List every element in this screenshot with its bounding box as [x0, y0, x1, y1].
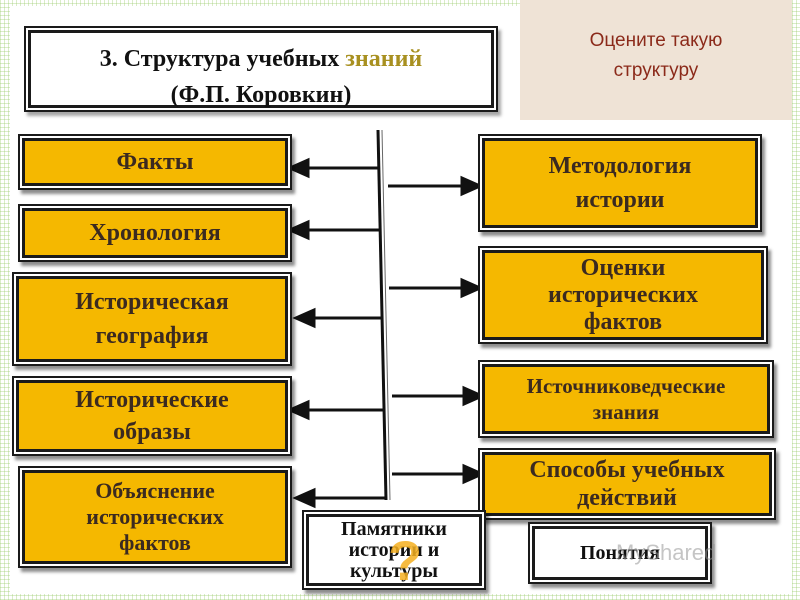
box-facts: Факты [20, 136, 290, 188]
box-evaluations: Оценки исторических фактов [480, 248, 766, 342]
trunk-line [376, 129, 388, 501]
box-chronology-text: Хронология [89, 220, 221, 246]
arrowhead-explanation [292, 487, 316, 509]
box-evaluations-text: Оценки исторических фактов [548, 254, 698, 335]
box-source-studies: Источниковедческие знания [480, 362, 772, 436]
arrowhead-facts [286, 157, 310, 179]
title-line-2: (Ф.П. Коровкин) [170, 82, 352, 108]
arrowhead-methodology [460, 175, 484, 197]
slide-title: 3. Структура учебных знаний (Ф.П. Коровк… [26, 28, 496, 110]
box-concepts: Понятия [530, 524, 710, 582]
title-prefix: 3. Структура учебных [99, 46, 346, 72]
title-line-1: 3. Структура учебных знаний [31, 41, 491, 77]
note-line-2: структуру [613, 60, 699, 81]
trunk-line-shadow [381, 129, 391, 501]
box-explanation-of-facts: Объяснение исторических фактов [20, 468, 290, 566]
box-facts-text: Факты [116, 149, 194, 175]
box-historical-images: Исторические образы [14, 378, 290, 454]
note-line-1: Оцените такую [589, 30, 723, 51]
arrowhead-source-studies [462, 385, 486, 407]
box-historical-geography-text: Историческая география [75, 289, 229, 349]
arrowhead-images [286, 399, 310, 421]
box-monuments: Памятники истории и культуры [304, 512, 484, 588]
box-learning-methods: Способы учебных действий [480, 450, 774, 518]
box-methodology-text: Методология истории [548, 153, 692, 213]
box-methodology: Методология истории [480, 136, 760, 230]
arrowhead-chronology [286, 219, 310, 241]
evaluate-note: Оцените такую структуру [520, 0, 792, 120]
arrowhead-methods [462, 463, 486, 485]
question-mark-graphic: ? [388, 529, 423, 592]
title-accent-word: знаний [345, 46, 423, 72]
box-historical-geography: Историческая география [14, 274, 290, 364]
arrowhead-geography [292, 307, 316, 329]
box-source-studies-text: Источниковедческие знания [526, 374, 726, 424]
box-learning-methods-text: Способы учебных действий [529, 457, 725, 511]
box-explanation-of-facts-text: Объяснение исторических фактов [86, 478, 224, 555]
box-chronology: Хронология [20, 206, 290, 260]
box-historical-images-text: Исторические образы [75, 387, 229, 445]
box-concepts-text: Понятия [579, 542, 661, 564]
watermark-text: MyShared [616, 540, 717, 565]
arrowhead-evaluations [460, 277, 484, 299]
box-monuments-text: Памятники истории и культуры [341, 517, 447, 582]
